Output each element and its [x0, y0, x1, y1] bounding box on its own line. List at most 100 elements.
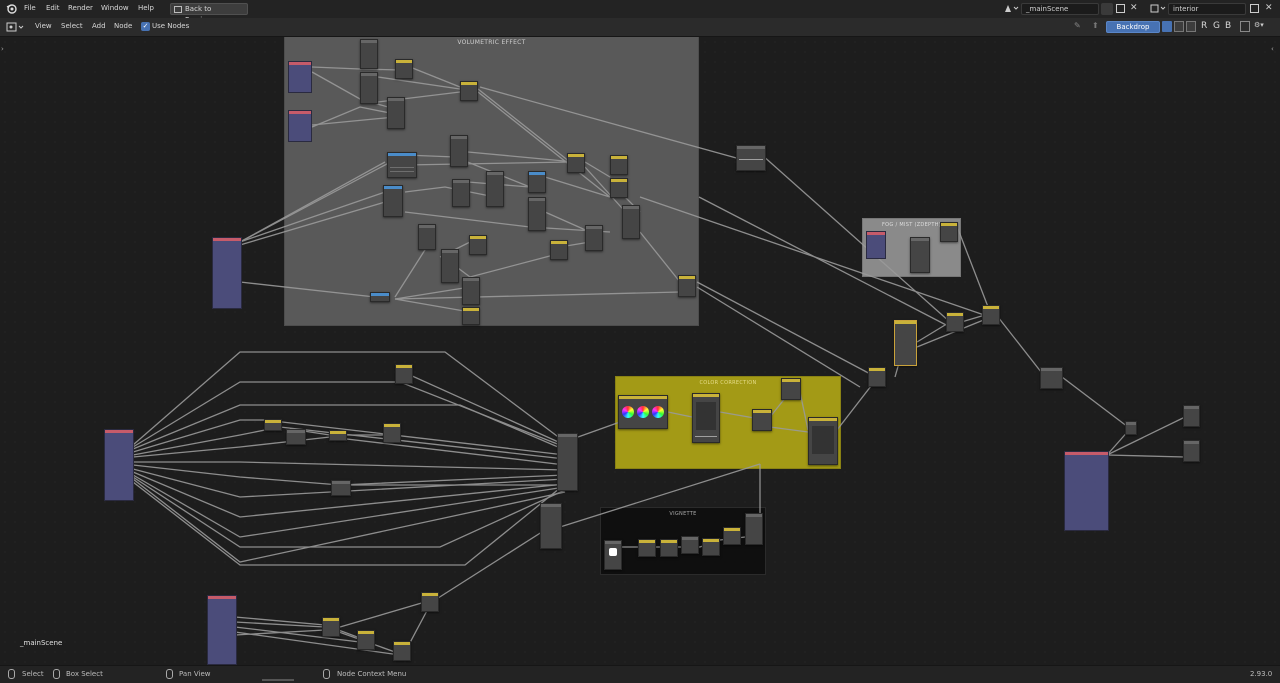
mix-node[interactable]: [940, 222, 958, 242]
mix-node[interactable]: [610, 155, 628, 175]
mix-node[interactable]: [752, 409, 772, 431]
mix-node[interactable]: [421, 592, 439, 612]
render-layers-node[interactable]: [207, 595, 237, 665]
render-layers-node[interactable]: [104, 429, 134, 501]
math-node[interactable]: [452, 179, 470, 207]
curves-node[interactable]: [894, 320, 917, 366]
close-view-layer-icon[interactable]: ✕: [1265, 3, 1273, 13]
math-node[interactable]: [585, 225, 603, 251]
math-node[interactable]: [540, 503, 562, 549]
mix-node[interactable]: [357, 630, 375, 650]
use-nodes-checkbox[interactable]: ✓: [141, 22, 150, 31]
view-layer-icon[interactable]: [1150, 3, 1166, 14]
mix-node[interactable]: [781, 378, 801, 400]
mix-node[interactable]: [460, 81, 478, 101]
menu-render[interactable]: Render: [68, 4, 93, 12]
math-node[interactable]: [331, 480, 351, 496]
pin-icon[interactable]: ✎: [1074, 21, 1081, 30]
channel-b-toggle[interactable]: B: [1225, 21, 1232, 31]
mix-node[interactable]: [264, 419, 282, 431]
mix-node[interactable]: [946, 312, 964, 332]
scene-icon[interactable]: [1003, 3, 1019, 14]
header-menu-view[interactable]: View: [35, 22, 52, 30]
math-node[interactable]: [441, 249, 459, 283]
math-node[interactable]: [622, 205, 640, 239]
math-node[interactable]: [286, 429, 306, 445]
backdrop-alpha-icon[interactable]: [1174, 21, 1184, 32]
menu-file[interactable]: File: [24, 4, 36, 12]
menu-window[interactable]: Window: [101, 4, 129, 12]
mix-node[interactable]: [723, 527, 741, 545]
mix-node[interactable]: [393, 641, 411, 661]
math-node[interactable]: [383, 185, 403, 217]
backdrop-toggle-button[interactable]: Backdrop: [1106, 21, 1160, 33]
channel-r-toggle[interactable]: R: [1201, 21, 1208, 31]
mix-node[interactable]: [678, 275, 696, 297]
mix-node[interactable]: [610, 178, 628, 198]
mix-node[interactable]: [322, 617, 340, 637]
math-node[interactable]: [462, 277, 480, 305]
mix-node[interactable]: [567, 153, 585, 173]
header-menu-add[interactable]: Add: [92, 22, 106, 30]
mix-node[interactable]: [462, 307, 480, 325]
color-balance-node[interactable]: [618, 395, 668, 429]
gizmo-icon[interactable]: [1240, 21, 1250, 32]
render-layers-node[interactable]: [866, 231, 886, 259]
math-node[interactable]: [486, 171, 504, 207]
ellipse-mask-node[interactable]: [604, 540, 622, 570]
copy-scene-icon[interactable]: [1116, 4, 1125, 13]
math-node[interactable]: [360, 72, 378, 104]
rgb-curves-node[interactable]: [692, 393, 720, 443]
math-node[interactable]: [681, 536, 699, 554]
mix-node[interactable]: [469, 235, 487, 255]
viewer-node[interactable]: [1183, 440, 1200, 462]
editor-type-icon[interactable]: [6, 21, 26, 33]
mix-node[interactable]: [982, 305, 1000, 325]
backdrop-rgba-icon[interactable]: [1186, 21, 1196, 32]
menu-edit[interactable]: Edit: [46, 4, 60, 12]
header-menu-node[interactable]: Node: [114, 22, 133, 30]
mix-node[interactable]: [383, 423, 401, 443]
mix-multi-node[interactable]: [557, 433, 578, 491]
blur-node[interactable]: [638, 539, 656, 557]
math-node[interactable]: [1040, 367, 1063, 389]
render-layers-node[interactable]: [212, 237, 242, 309]
statusbar-resize-handle[interactable]: [262, 679, 294, 681]
render-layers-node[interactable]: [288, 61, 312, 93]
math-node[interactable]: [450, 135, 468, 167]
reroute-node[interactable]: [370, 292, 390, 302]
math-node[interactable]: [528, 197, 546, 231]
header-menu-select[interactable]: Select: [61, 22, 83, 30]
blender-logo-icon[interactable]: [6, 3, 17, 14]
view-layer-field[interactable]: interior: [1168, 3, 1246, 15]
math-node[interactable]: [910, 237, 930, 273]
mix-node[interactable]: [660, 539, 678, 557]
copy-view-layer-icon[interactable]: [1250, 4, 1259, 13]
mix-node[interactable]: [702, 538, 720, 556]
composite-node[interactable]: [1183, 405, 1200, 427]
scene-name-field[interactable]: _mainScene: [1021, 3, 1099, 15]
fake-user-icon[interactable]: [1101, 3, 1113, 15]
math-node[interactable]: [528, 171, 546, 193]
reroute-node[interactable]: [1125, 421, 1137, 435]
render-layers-node[interactable]: [288, 110, 312, 142]
mix-node[interactable]: [329, 430, 347, 441]
mix-node[interactable]: [395, 59, 413, 79]
value-node[interactable]: [736, 145, 766, 171]
mix-node[interactable]: [745, 513, 763, 545]
rgb-curves-node[interactable]: [808, 417, 838, 465]
back-to-previous-button[interactable]: Back to Previous: [170, 3, 248, 24]
close-scene-icon[interactable]: ✕: [1130, 3, 1138, 13]
parent-node-tree-icon[interactable]: ⬆: [1092, 21, 1099, 30]
toolbar-toggle-icon[interactable]: ‹: [1271, 45, 1274, 53]
math-node[interactable]: [418, 224, 436, 250]
mix-node[interactable]: [395, 364, 413, 384]
menu-help[interactable]: Help: [138, 4, 154, 12]
math-node[interactable]: [387, 97, 405, 129]
map-range-node[interactable]: [387, 152, 417, 178]
node-editor-canvas[interactable]: › ‹ VOLUMETRIC EFFECT FOG / MIST (ZDEPTH…: [0, 37, 1280, 665]
math-node[interactable]: [360, 39, 378, 69]
render-layers-node[interactable]: [1064, 451, 1109, 531]
channel-g-toggle[interactable]: G: [1213, 21, 1220, 31]
sidebar-toggle-icon[interactable]: ›: [1, 45, 4, 53]
